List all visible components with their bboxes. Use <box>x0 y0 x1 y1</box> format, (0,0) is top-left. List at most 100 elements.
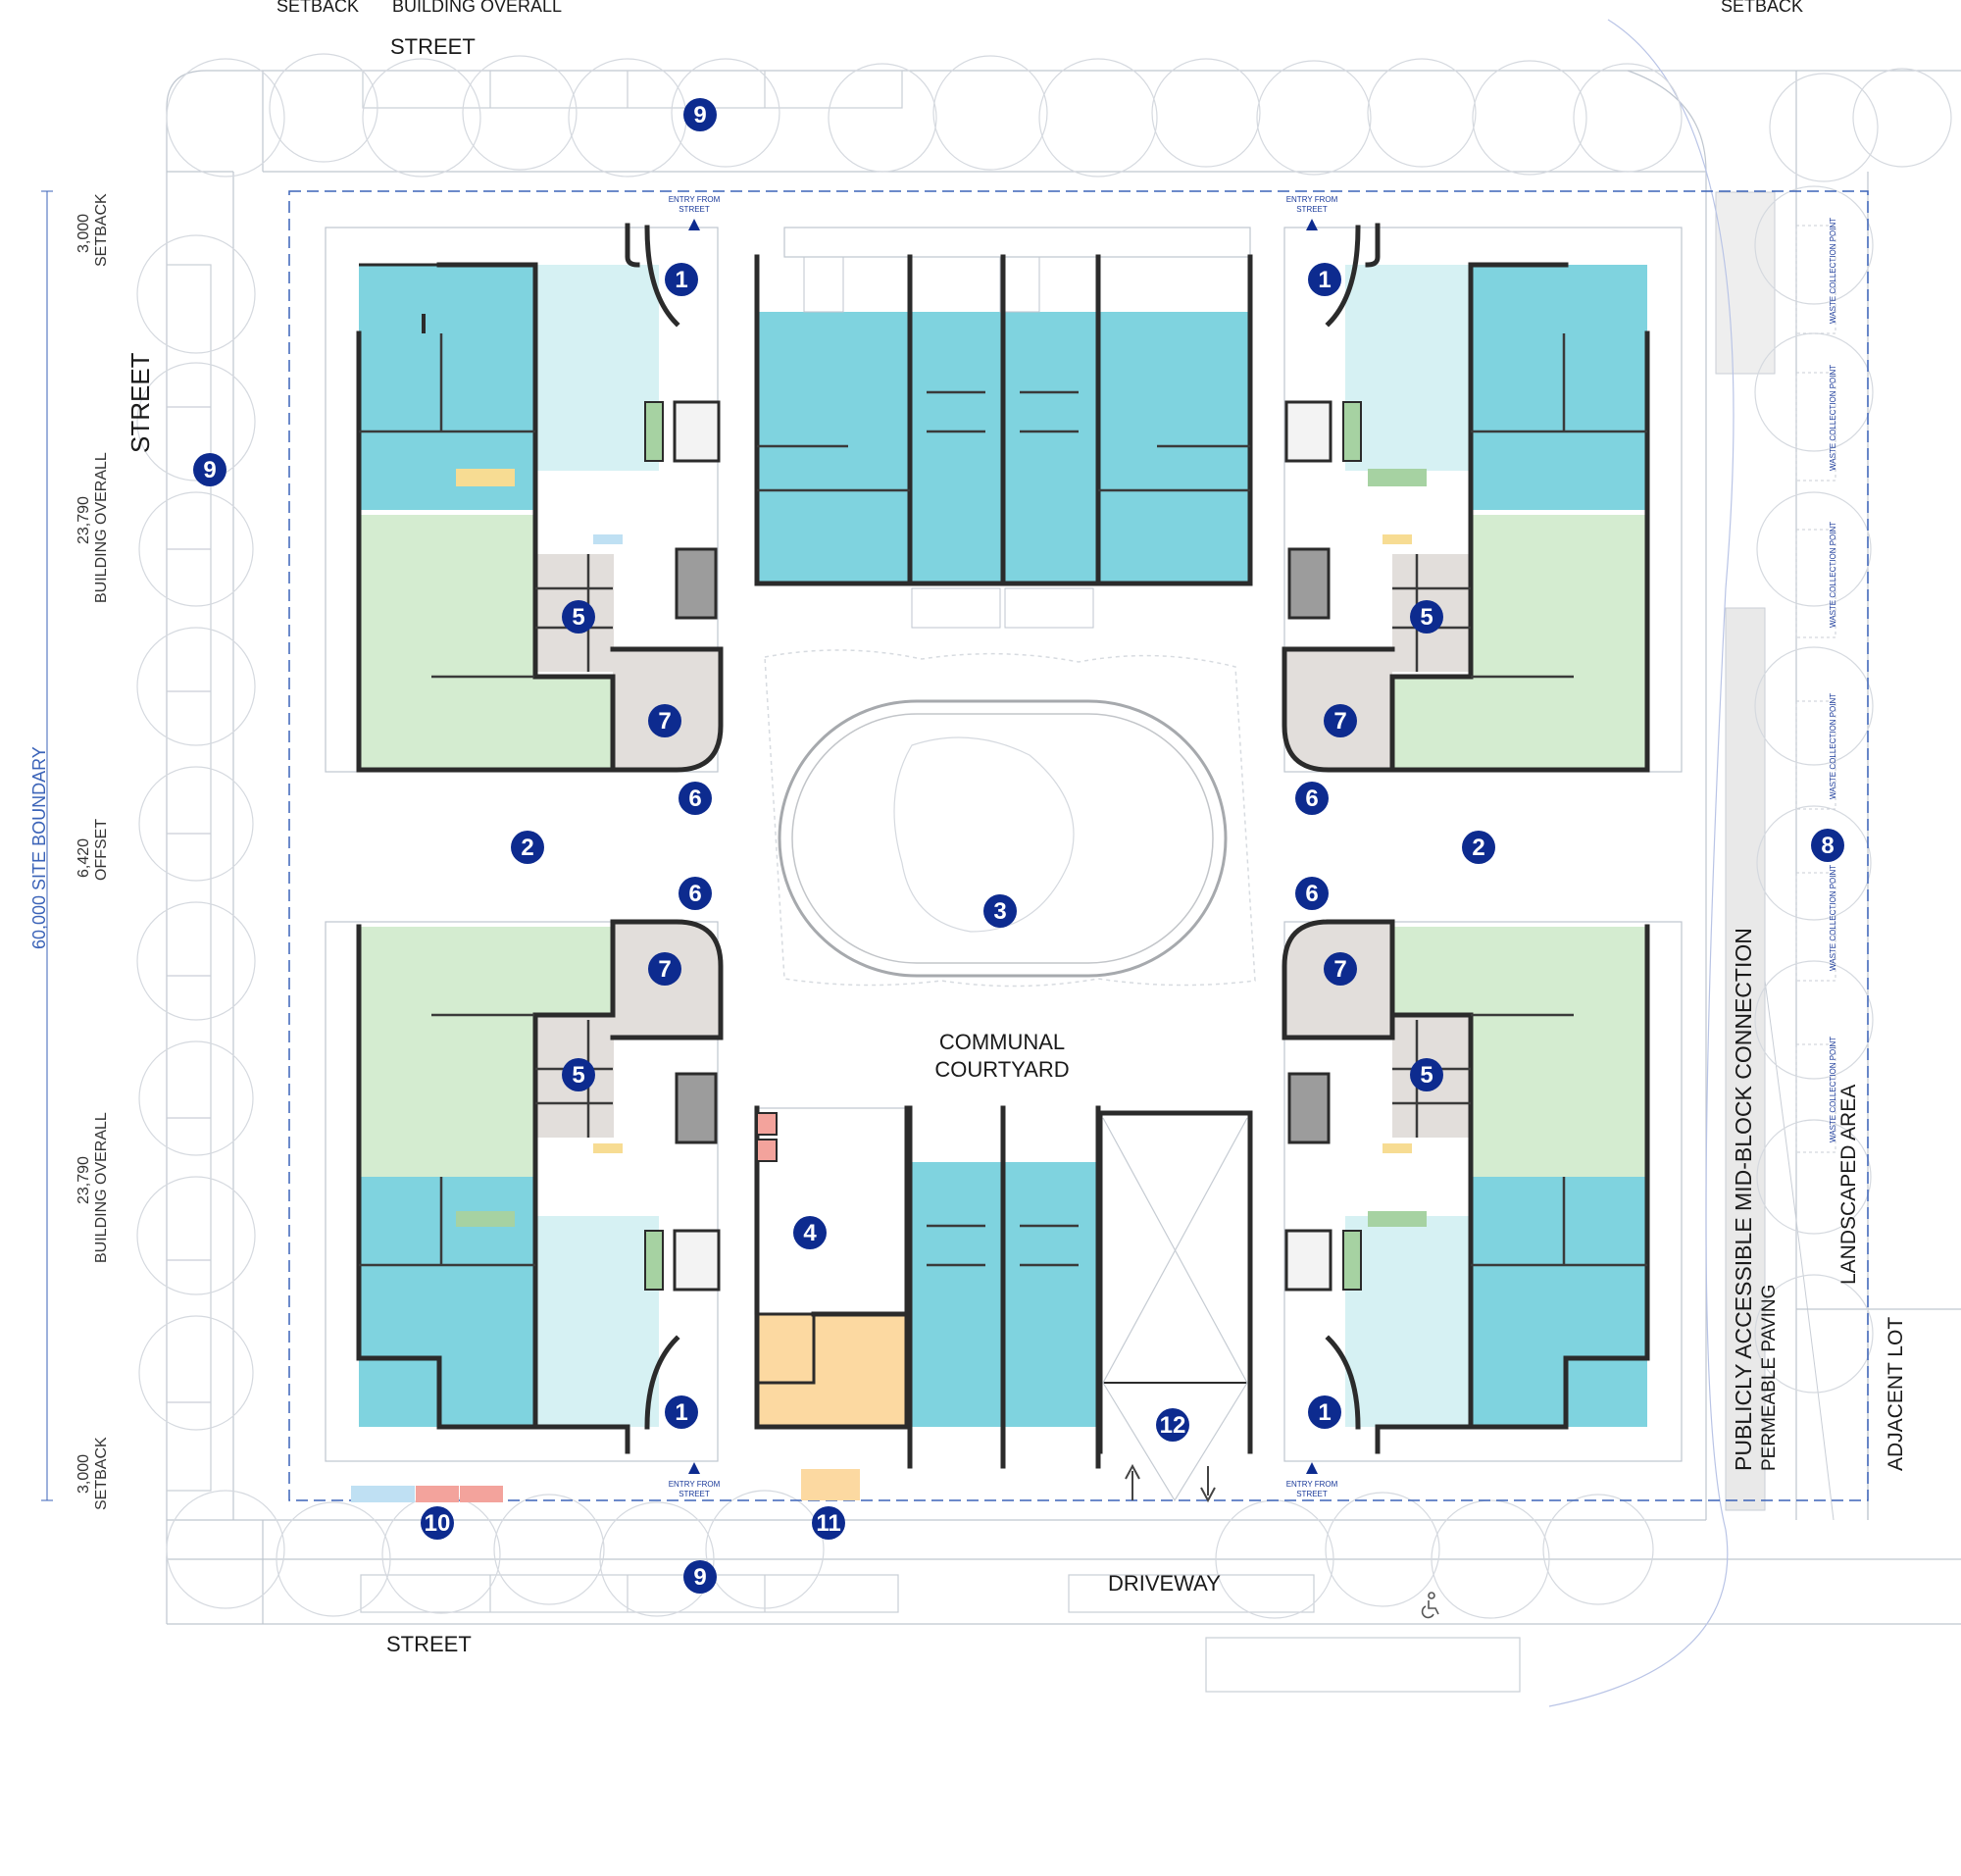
waste-label: WASTE COLLECTION POINT <box>1829 218 1837 324</box>
marker-11-service: 11 <box>812 1506 845 1540</box>
upper-building-label: BUILDING OVERALL <box>93 452 110 603</box>
marker-4-common-room: 4 <box>793 1216 827 1249</box>
svg-text:9: 9 <box>203 457 216 483</box>
marker-7-top-left: 7 <box>648 704 681 737</box>
waste-label: WASTE COLLECTION POINT <box>1829 1037 1837 1142</box>
upper-building-value: 23,790 <box>75 496 92 544</box>
svg-text:5: 5 <box>572 1062 584 1089</box>
offset-value: 6,420 <box>75 838 92 878</box>
mid-block-label-line2: PERMEABLE PAVING <box>1759 1285 1780 1471</box>
entry-top-right: ENTRY FROM STREET <box>1286 195 1338 230</box>
marker-1-bottom-left: 1 <box>665 1395 698 1429</box>
svg-text:1: 1 <box>1318 267 1331 293</box>
mid-block-label-line1: PUBLICLY ACCESSIBLE MID-BLOCK CONNECTION <box>1731 928 1756 1471</box>
svg-text:11: 11 <box>816 1510 840 1537</box>
site-boundary-dimension: 60,000 SITE BOUNDARY <box>29 746 49 949</box>
marker-3-courtyard: 3 <box>983 894 1017 928</box>
adjacent-lot-label: ADJACENT LOT <box>1885 1317 1907 1471</box>
marker-5-top-right: 5 <box>1410 600 1443 634</box>
waste-bin-area <box>351 1486 503 1502</box>
marker-12-driveway: 12 <box>1156 1408 1189 1442</box>
svg-text:6: 6 <box>1305 881 1318 907</box>
top-setback-value: 3,000 <box>75 214 92 253</box>
entry-label-line1: ENTRY FROM <box>669 195 721 204</box>
bottom-setback-label: SETBACK <box>93 1437 110 1510</box>
marker-1-bottom-right: 1 <box>1308 1395 1341 1429</box>
site-boundary-line <box>288 190 1869 1501</box>
waste-label: WASTE COLLECTION POINT <box>1829 693 1837 799</box>
marker-6-top-left: 6 <box>679 782 712 815</box>
marker-5-bottom-right: 5 <box>1410 1058 1443 1091</box>
marker-10-bins: 10 <box>421 1506 454 1540</box>
accessible-parking-icon <box>1421 1592 1439 1619</box>
top-setback-left-label: SETBACK <box>277 0 359 16</box>
svg-text:9: 9 <box>693 1564 706 1591</box>
marker-9-bottom: 9 <box>683 1560 717 1594</box>
svg-text:8: 8 <box>1821 833 1834 859</box>
entry-label-line1: ENTRY FROM <box>1286 1480 1338 1489</box>
driveway-label: DRIVEWAY <box>1108 1571 1221 1596</box>
entry-arrow-icon <box>688 1462 700 1474</box>
marker-7-bottom-left: 7 <box>648 952 681 986</box>
marker-6-top-right: 6 <box>1295 782 1329 815</box>
entry-arrow-icon <box>688 219 700 230</box>
entry-label-line1: ENTRY FROM <box>669 1480 721 1489</box>
svg-text:6: 6 <box>1305 786 1318 812</box>
marker-2-left: 2 <box>511 831 544 864</box>
marker-2-right: 2 <box>1462 831 1495 864</box>
svg-text:10: 10 <box>425 1510 451 1537</box>
entry-arrow-icon <box>1306 1462 1318 1474</box>
offset-label: OFFSET <box>93 819 110 881</box>
entry-label-line2: STREET <box>679 205 710 214</box>
street-label-left: STREET <box>126 352 155 453</box>
svg-text:1: 1 <box>1318 1399 1331 1426</box>
marker-9-top: 9 <box>683 98 717 131</box>
svg-text:5: 5 <box>572 604 584 631</box>
svg-text:1: 1 <box>675 1399 687 1426</box>
dimension-strings: 60,000 SITE BOUNDARY 3,000 SETBACK 23,79… <box>29 190 110 1510</box>
svg-text:7: 7 <box>1333 956 1346 983</box>
waste-label: WASTE COLLECTION POINT <box>1829 522 1837 628</box>
marker-1-top-left: 1 <box>665 263 698 296</box>
service-pad <box>801 1469 860 1500</box>
bottom-setback-value: 3,000 <box>75 1454 92 1494</box>
svg-text:2: 2 <box>521 835 533 861</box>
svg-text:5: 5 <box>1420 604 1433 631</box>
svg-text:12: 12 <box>1160 1412 1186 1439</box>
entry-bottom-left: ENTRY FROM STREET <box>669 1462 721 1498</box>
lower-building-value: 23,790 <box>75 1156 92 1204</box>
building-bottom-right <box>1282 919 1683 1462</box>
marker-7-bottom-right: 7 <box>1324 952 1357 986</box>
top-setback-label: SETBACK <box>93 193 110 267</box>
lower-building-label: BUILDING OVERALL <box>93 1112 110 1263</box>
entry-arrow-icon <box>1306 219 1318 230</box>
top-building-overall-label: BUILDING OVERALL <box>392 0 562 16</box>
courtyard-label-line2: COURTYARD <box>934 1057 1069 1082</box>
waste-label: WASTE COLLECTION POINT <box>1829 865 1837 971</box>
svg-text:7: 7 <box>658 956 671 983</box>
marker-1-top-right: 1 <box>1308 263 1341 296</box>
svg-text:9: 9 <box>693 102 706 128</box>
marker-8-landscape: 8 <box>1811 829 1844 862</box>
marker-6-bottom-right: 6 <box>1295 877 1329 910</box>
marker-7-top-right: 7 <box>1324 704 1357 737</box>
entry-label-line1: ENTRY FROM <box>1286 195 1338 204</box>
svg-text:7: 7 <box>1333 708 1346 735</box>
svg-text:3: 3 <box>993 898 1006 925</box>
entry-label-line2: STREET <box>1296 1490 1328 1498</box>
svg-text:6: 6 <box>688 881 701 907</box>
courtyard <box>764 649 1256 988</box>
waste-collection-points: WASTE COLLECTION POINT WASTE COLLECTION … <box>1795 218 1837 1153</box>
building-bottom-left <box>325 919 724 1462</box>
street-label-bottom: STREET <box>386 1632 472 1656</box>
marker-5-bottom-left: 5 <box>562 1058 595 1091</box>
svg-text:6: 6 <box>688 786 701 812</box>
entry-label-line2: STREET <box>679 1490 710 1498</box>
entry-label-line2: STREET <box>1296 205 1328 214</box>
svg-text:4: 4 <box>803 1220 817 1246</box>
building-top-center <box>754 227 1253 629</box>
entry-top-left: ENTRY FROM STREET <box>669 195 721 230</box>
landscaped-area-label: LANDSCAPED AREA <box>1837 1085 1860 1285</box>
waste-label: WASTE COLLECTION POINT <box>1829 365 1837 471</box>
svg-text:7: 7 <box>658 708 671 735</box>
